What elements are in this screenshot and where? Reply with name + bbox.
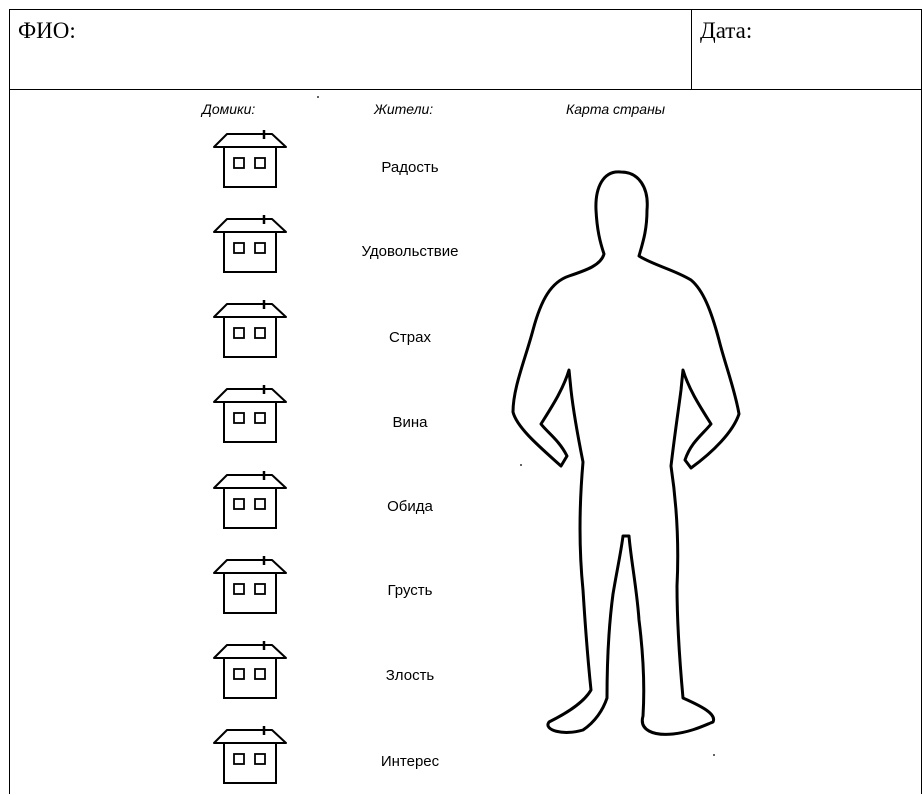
name-cell[interactable]: ФИО: [10, 10, 692, 90]
resident-label: Обида [387, 498, 433, 515]
house-icon[interactable] [210, 300, 288, 358]
date-cell[interactable]: Дата: [692, 10, 921, 90]
scan-speck [713, 754, 715, 756]
scan-speck [317, 96, 319, 98]
body-outline[interactable] [503, 170, 743, 738]
date-label: Дата: [700, 18, 752, 44]
residents-header: Жители: [374, 101, 433, 117]
house-icon[interactable] [210, 726, 288, 784]
resident-label: Удовольствие [362, 243, 459, 260]
resident-label: Злость [386, 667, 435, 684]
house-icon[interactable] [210, 130, 288, 188]
name-label: ФИО: [18, 18, 76, 44]
worksheet: Домики: Жители: Карта страны [10, 90, 921, 795]
scan-speck [520, 464, 522, 466]
resident-label: Интерес [381, 753, 439, 770]
house-icon[interactable] [210, 641, 288, 699]
resident-label: Грусть [388, 582, 433, 599]
resident-label: Страх [389, 329, 431, 346]
house-icon[interactable] [210, 556, 288, 614]
resident-label: Радость [381, 159, 438, 176]
house-icon[interactable] [210, 471, 288, 529]
house-icon[interactable] [210, 215, 288, 273]
houses-header: Домики: [202, 101, 255, 117]
map-header: Карта страны [566, 101, 665, 117]
resident-label: Вина [392, 414, 427, 431]
house-icon[interactable] [210, 385, 288, 443]
form-table: ФИО: Дата: Домики: Жители: Карта страны [9, 9, 922, 794]
header-row: ФИО: Дата: [10, 10, 921, 90]
